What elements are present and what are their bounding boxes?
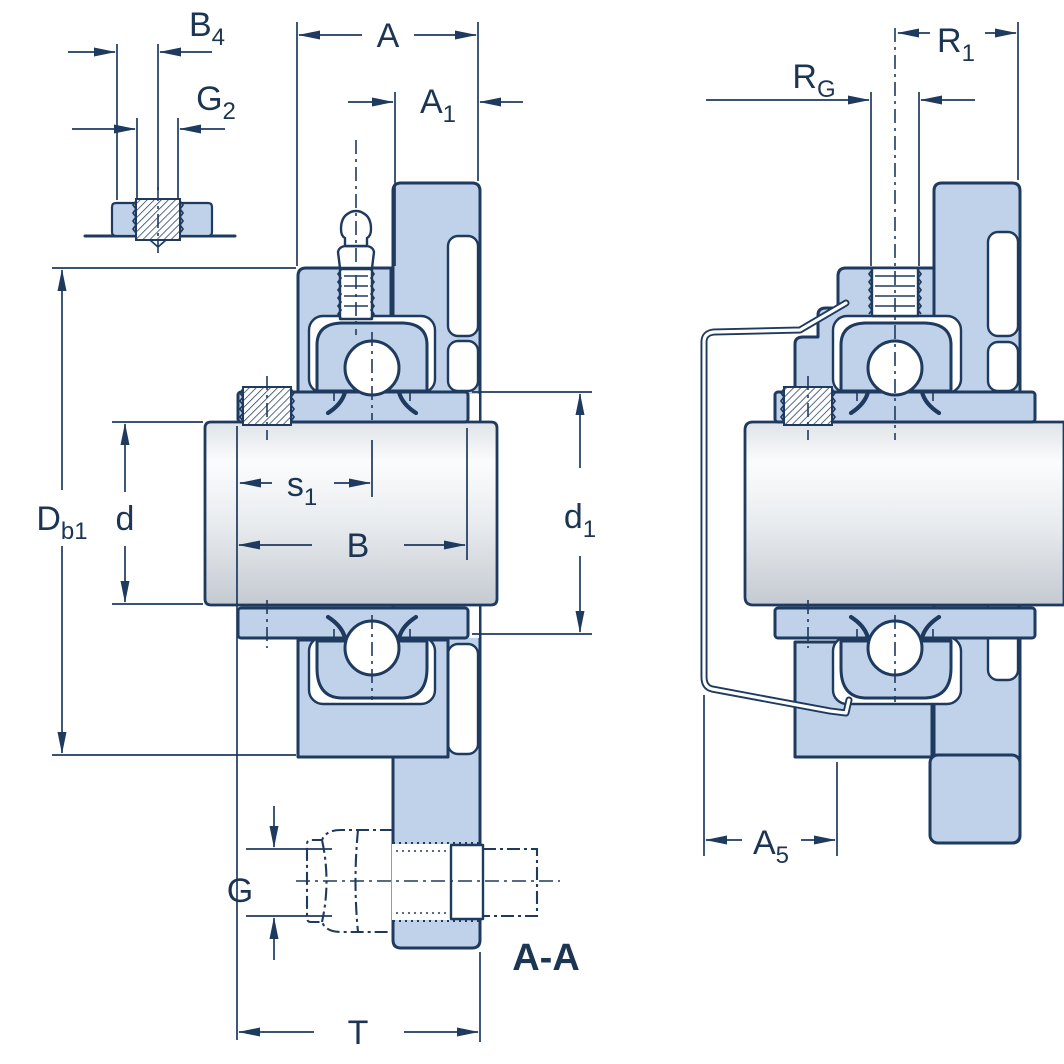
front-section-view bbox=[203, 140, 560, 950]
bolt-shank bbox=[483, 847, 539, 918]
dim-label-d: d bbox=[116, 500, 135, 538]
dim-label-a1: A1 bbox=[420, 83, 456, 128]
bolt-sleeve bbox=[449, 843, 485, 921]
shaft bbox=[743, 420, 1064, 607]
flange-recess-face bbox=[446, 642, 480, 756]
dim-label-rg: RG bbox=[792, 58, 835, 103]
side-section-view bbox=[700, 28, 1064, 845]
flange-recess-face bbox=[446, 339, 480, 393]
dim-label-a: A bbox=[377, 17, 400, 55]
detail-view-locking-collar bbox=[83, 187, 237, 253]
flange-recess-face bbox=[446, 234, 480, 338]
dim-label-db1: Db1 bbox=[36, 500, 87, 545]
dim-label-a5: A5 bbox=[753, 824, 789, 869]
dim-label-g: G bbox=[227, 872, 253, 910]
grease-fitting bbox=[336, 140, 376, 335]
dim-label-g2: G2 bbox=[196, 80, 236, 125]
dim-label-s1: s1 bbox=[287, 466, 317, 511]
flange-foot bbox=[928, 753, 1022, 845]
flange-recess-face bbox=[986, 340, 1020, 393]
dim-label-d1: d1 bbox=[564, 498, 596, 543]
dim-label-r1: R1 bbox=[937, 22, 975, 67]
dim-label-b4: B4 bbox=[189, 6, 225, 51]
end-cover bbox=[700, 299, 853, 717]
section-label: A-A bbox=[512, 937, 580, 979]
dim-label-b: B bbox=[347, 527, 370, 565]
dim-label-t: T bbox=[348, 1014, 369, 1052]
dimensions-left: A A1 B4 G2 Db1 d s1 bbox=[36, 6, 596, 1052]
flange-recess-face bbox=[986, 230, 1020, 338]
shaft bbox=[203, 420, 499, 607]
mounting-bolt-phantom bbox=[296, 828, 560, 934]
dimensions-right: RG R1 A5 bbox=[703, 22, 1019, 869]
